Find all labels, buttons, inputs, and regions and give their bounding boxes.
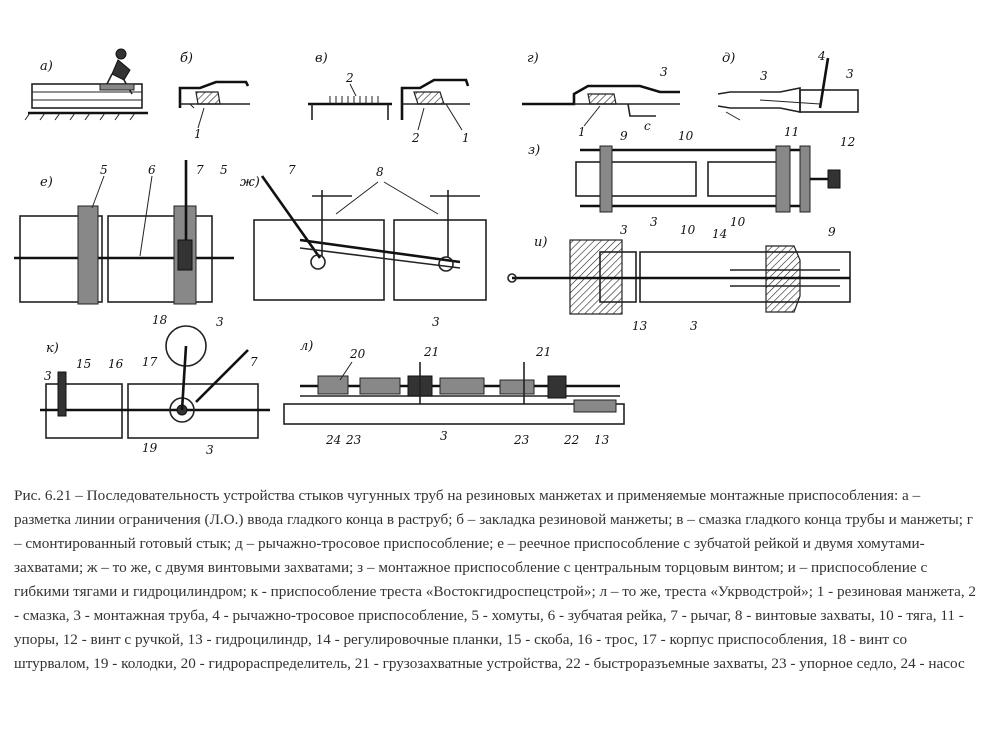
callout-e-5a: 5 (100, 163, 108, 177)
panel-label-e: е) (40, 175, 53, 190)
callout-k-16: 16 (108, 357, 124, 371)
callout-l-3: 3 (440, 429, 448, 443)
callout-d-4: 4 (817, 49, 826, 63)
callout-k-3b: 3 (206, 443, 214, 457)
callout-v-1: 1 (462, 131, 470, 145)
callout-d-3a: 3 (760, 69, 768, 83)
callout-e-7: 7 (196, 163, 204, 177)
callout-l-23a: 23 (345, 433, 362, 447)
callout-b-1: 1 (194, 127, 202, 141)
panel-label-v: в) (315, 51, 328, 66)
callout-k-19: 19 (142, 441, 158, 455)
panel-b: б) 1 (178, 51, 250, 141)
callout-z-10a: 10 (678, 129, 694, 143)
panel-label-d: д) (722, 51, 735, 66)
callout-z-11: 11 (784, 125, 799, 139)
panel-d: д) 4 3 3 (717, 49, 859, 121)
callout-d-3b: 3 (846, 67, 854, 81)
callout-l-21b: 21 (535, 345, 551, 359)
callout-e-3: 3 (216, 315, 224, 329)
callout-zh-7: 7 (288, 163, 296, 177)
panel-label-z: з) (528, 143, 540, 158)
callout-v-2: 2 (411, 131, 420, 145)
figure-caption: Рис. 6.21 – Последовательность устройств… (14, 487, 977, 672)
panel-label-k: к) (46, 341, 59, 356)
callout-g-1: 1 (578, 125, 586, 139)
panel-i: и) 3 10 14 9 13 3 (507, 223, 851, 333)
panel-label-i: и) (534, 235, 547, 250)
panel-g: г) 3 1 с (522, 51, 680, 139)
callout-i-3: 3 (620, 223, 628, 237)
callout-k-18: 18 (152, 313, 168, 327)
callout-l-21a: 21 (423, 345, 439, 359)
callout-i-14: 14 (712, 227, 727, 241)
panel-k: к) 18 3 15 16 17 7 19 3 (40, 313, 270, 457)
callout-i-10: 10 (680, 223, 696, 237)
panel-z: з) 9 10 11 12 3 10 (528, 125, 855, 229)
callout-z-3: 3 (650, 215, 658, 229)
callout-zh-3: 3 (432, 315, 440, 329)
panel-zh: ж) 7 8 3 (240, 163, 487, 329)
callout-v-2-top: 2 (345, 71, 354, 85)
callout-k-15: 15 (76, 357, 91, 371)
panel-a: а) (24, 48, 148, 121)
callout-zh-8: 8 (376, 165, 384, 179)
callout-l-13: 13 (594, 433, 610, 447)
callout-z-12: 12 (840, 135, 855, 149)
panel-e: е) 5 6 7 5 3 (14, 160, 234, 329)
callout-k-17: 17 (142, 355, 158, 369)
worker-figure (99, 48, 135, 95)
callout-l-24: 24 (325, 433, 341, 447)
callout-i-9: 9 (828, 225, 836, 239)
panel-label-l: л) (300, 339, 313, 354)
panel-label-a: а) (40, 59, 53, 74)
callout-e-6: 6 (148, 163, 156, 177)
panel-label-g: г) (527, 51, 539, 66)
panel-l: л) 20 21 21 24 23 3 23 22 13 (283, 339, 625, 447)
callout-k-7: 7 (250, 355, 258, 369)
callout-k-3: 3 (44, 369, 52, 383)
callout-i-13: 13 (632, 319, 648, 333)
panel-v: в) 2 2 1 (308, 51, 470, 145)
callout-l-20: 20 (349, 347, 366, 361)
callout-l-22: 22 (563, 433, 579, 447)
callout-i-3b: 3 (690, 319, 698, 333)
panel-label-b: б) (180, 51, 193, 66)
figure-drawing: а) б) 1 в) 2 (14, 48, 859, 457)
callout-z-9: 9 (620, 129, 628, 143)
panel-label-zh: ж) (240, 175, 260, 190)
callout-g-3: 3 (660, 65, 668, 79)
callout-g-c: с (644, 119, 651, 133)
callout-z-10b: 10 (730, 215, 746, 229)
callout-l-23b: 23 (513, 433, 530, 447)
callout-e-5b: 5 (220, 163, 228, 177)
